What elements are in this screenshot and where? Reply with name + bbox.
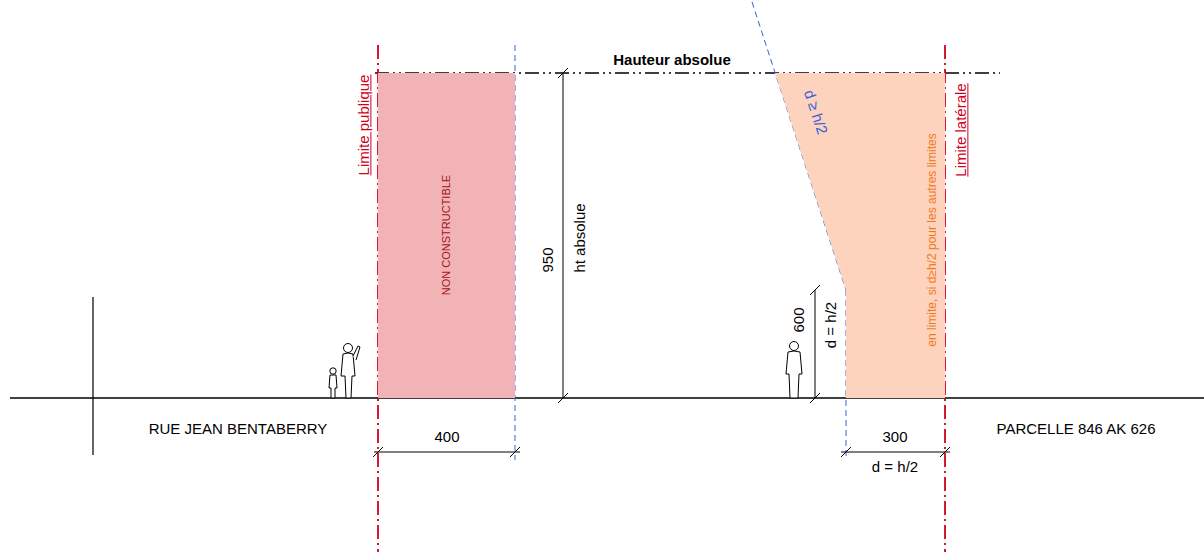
limit-label: Limite latérale xyxy=(952,83,969,176)
zone-label: NON CONSTRUCTIBLE xyxy=(440,175,453,295)
zone-label: en limite, si d≥h/2 pour les autres limi… xyxy=(926,133,940,346)
dimension-950 xyxy=(558,68,568,403)
dimension-300 xyxy=(841,447,950,457)
non-buildable-zone: NON CONSTRUCTIBLE xyxy=(378,73,515,398)
ground-line xyxy=(10,397,1204,399)
dimension-400 xyxy=(373,447,520,457)
dimension-value: 400 xyxy=(434,428,459,445)
dimension-label: d = h/2 xyxy=(822,302,839,348)
dimension-600 xyxy=(810,285,820,403)
parcel-name: PARCELLE 846 AK 626 xyxy=(997,420,1156,437)
zone-shape xyxy=(775,73,945,398)
zone-fill xyxy=(775,73,945,398)
dimension-value: 600 xyxy=(790,307,807,332)
dimension-label: ht absolue xyxy=(571,203,588,272)
street-name: RUE JEAN BENTABERRY xyxy=(149,420,328,437)
dimension-value: 950 xyxy=(539,247,556,272)
height-label: Hauteur absolue xyxy=(613,51,731,68)
facade-line xyxy=(92,297,93,455)
limit-label: Limite publique xyxy=(355,75,372,176)
lateral-setback-zone: en limite, si d≥h/2 pour les autres limi… xyxy=(775,73,945,398)
dimension-value: 300 xyxy=(882,428,907,445)
dimension-label: d = h/2 xyxy=(872,458,918,475)
